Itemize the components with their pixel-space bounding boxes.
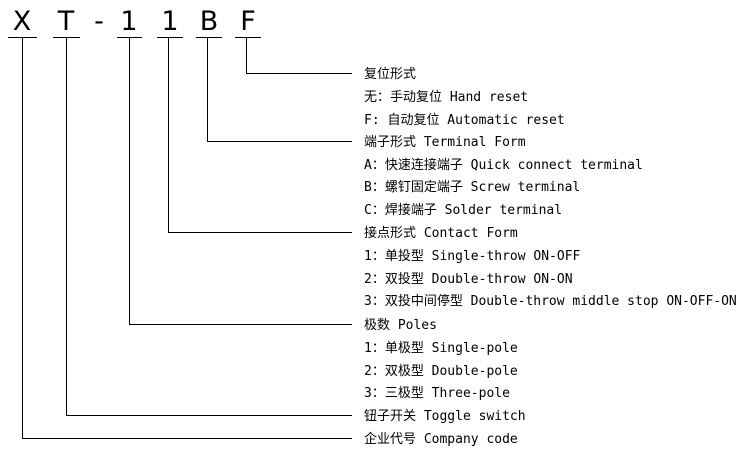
label-automatic-reset: F: 自动复位 Automatic reset: [364, 113, 565, 128]
label-double-throw-middle-stop: 3：双投中间停型 Double-throw middle stop ON-OFF…: [364, 293, 737, 309]
code-char-dash: -: [94, 6, 104, 37]
label-three-pole: 3：三极型 Three-pole: [364, 386, 510, 401]
leader-contact-form: [168, 38, 352, 233]
label-toggle-switch: 钮子开关 Toggle switch: [364, 409, 526, 424]
label-solder-terminal: C：焊接端子 Solder terminal: [364, 202, 562, 218]
leader-terminal-form: [207, 38, 352, 142]
code-char-t: T: [57, 6, 75, 37]
leader-reset-form: [246, 38, 352, 74]
label-terminal-form: 端子形式 Terminal Form: [364, 135, 526, 150]
label-contact-form: 接点形式 Contact Form: [364, 225, 518, 241]
code-char-f: F: [240, 6, 256, 37]
label-single-throw: 1：单投型 Single-throw ON-OFF: [364, 248, 581, 264]
label-double-throw: 2：双投型 Double-throw ON-ON: [364, 271, 573, 287]
leader-poles: [129, 38, 352, 325]
code-char-b: B: [200, 6, 219, 37]
code-char-x: X: [13, 6, 32, 37]
label-company-code: 企业代号 Company code: [364, 431, 518, 447]
leader-company-code: [22, 38, 352, 439]
label-quick-connect: A：快速连接端子 Quick connect terminal: [364, 157, 643, 173]
label-hand-reset: 无：手动复位 Hand reset: [364, 90, 528, 105]
code-char-1a: 1: [120, 6, 137, 37]
leader-toggle-switch: [66, 38, 352, 416]
label-poles: 极数 Poles: [364, 318, 437, 333]
label-double-pole: 2：双极型 Double-pole: [364, 364, 518, 379]
label-single-pole: 1：单极型 Single-pole: [364, 341, 518, 356]
label-reset-form: 复位形式: [364, 67, 416, 82]
label-screw-terminal: B：螺钉固定端子 Screw terminal: [364, 180, 580, 195]
code-char-1b: 1: [161, 6, 178, 37]
